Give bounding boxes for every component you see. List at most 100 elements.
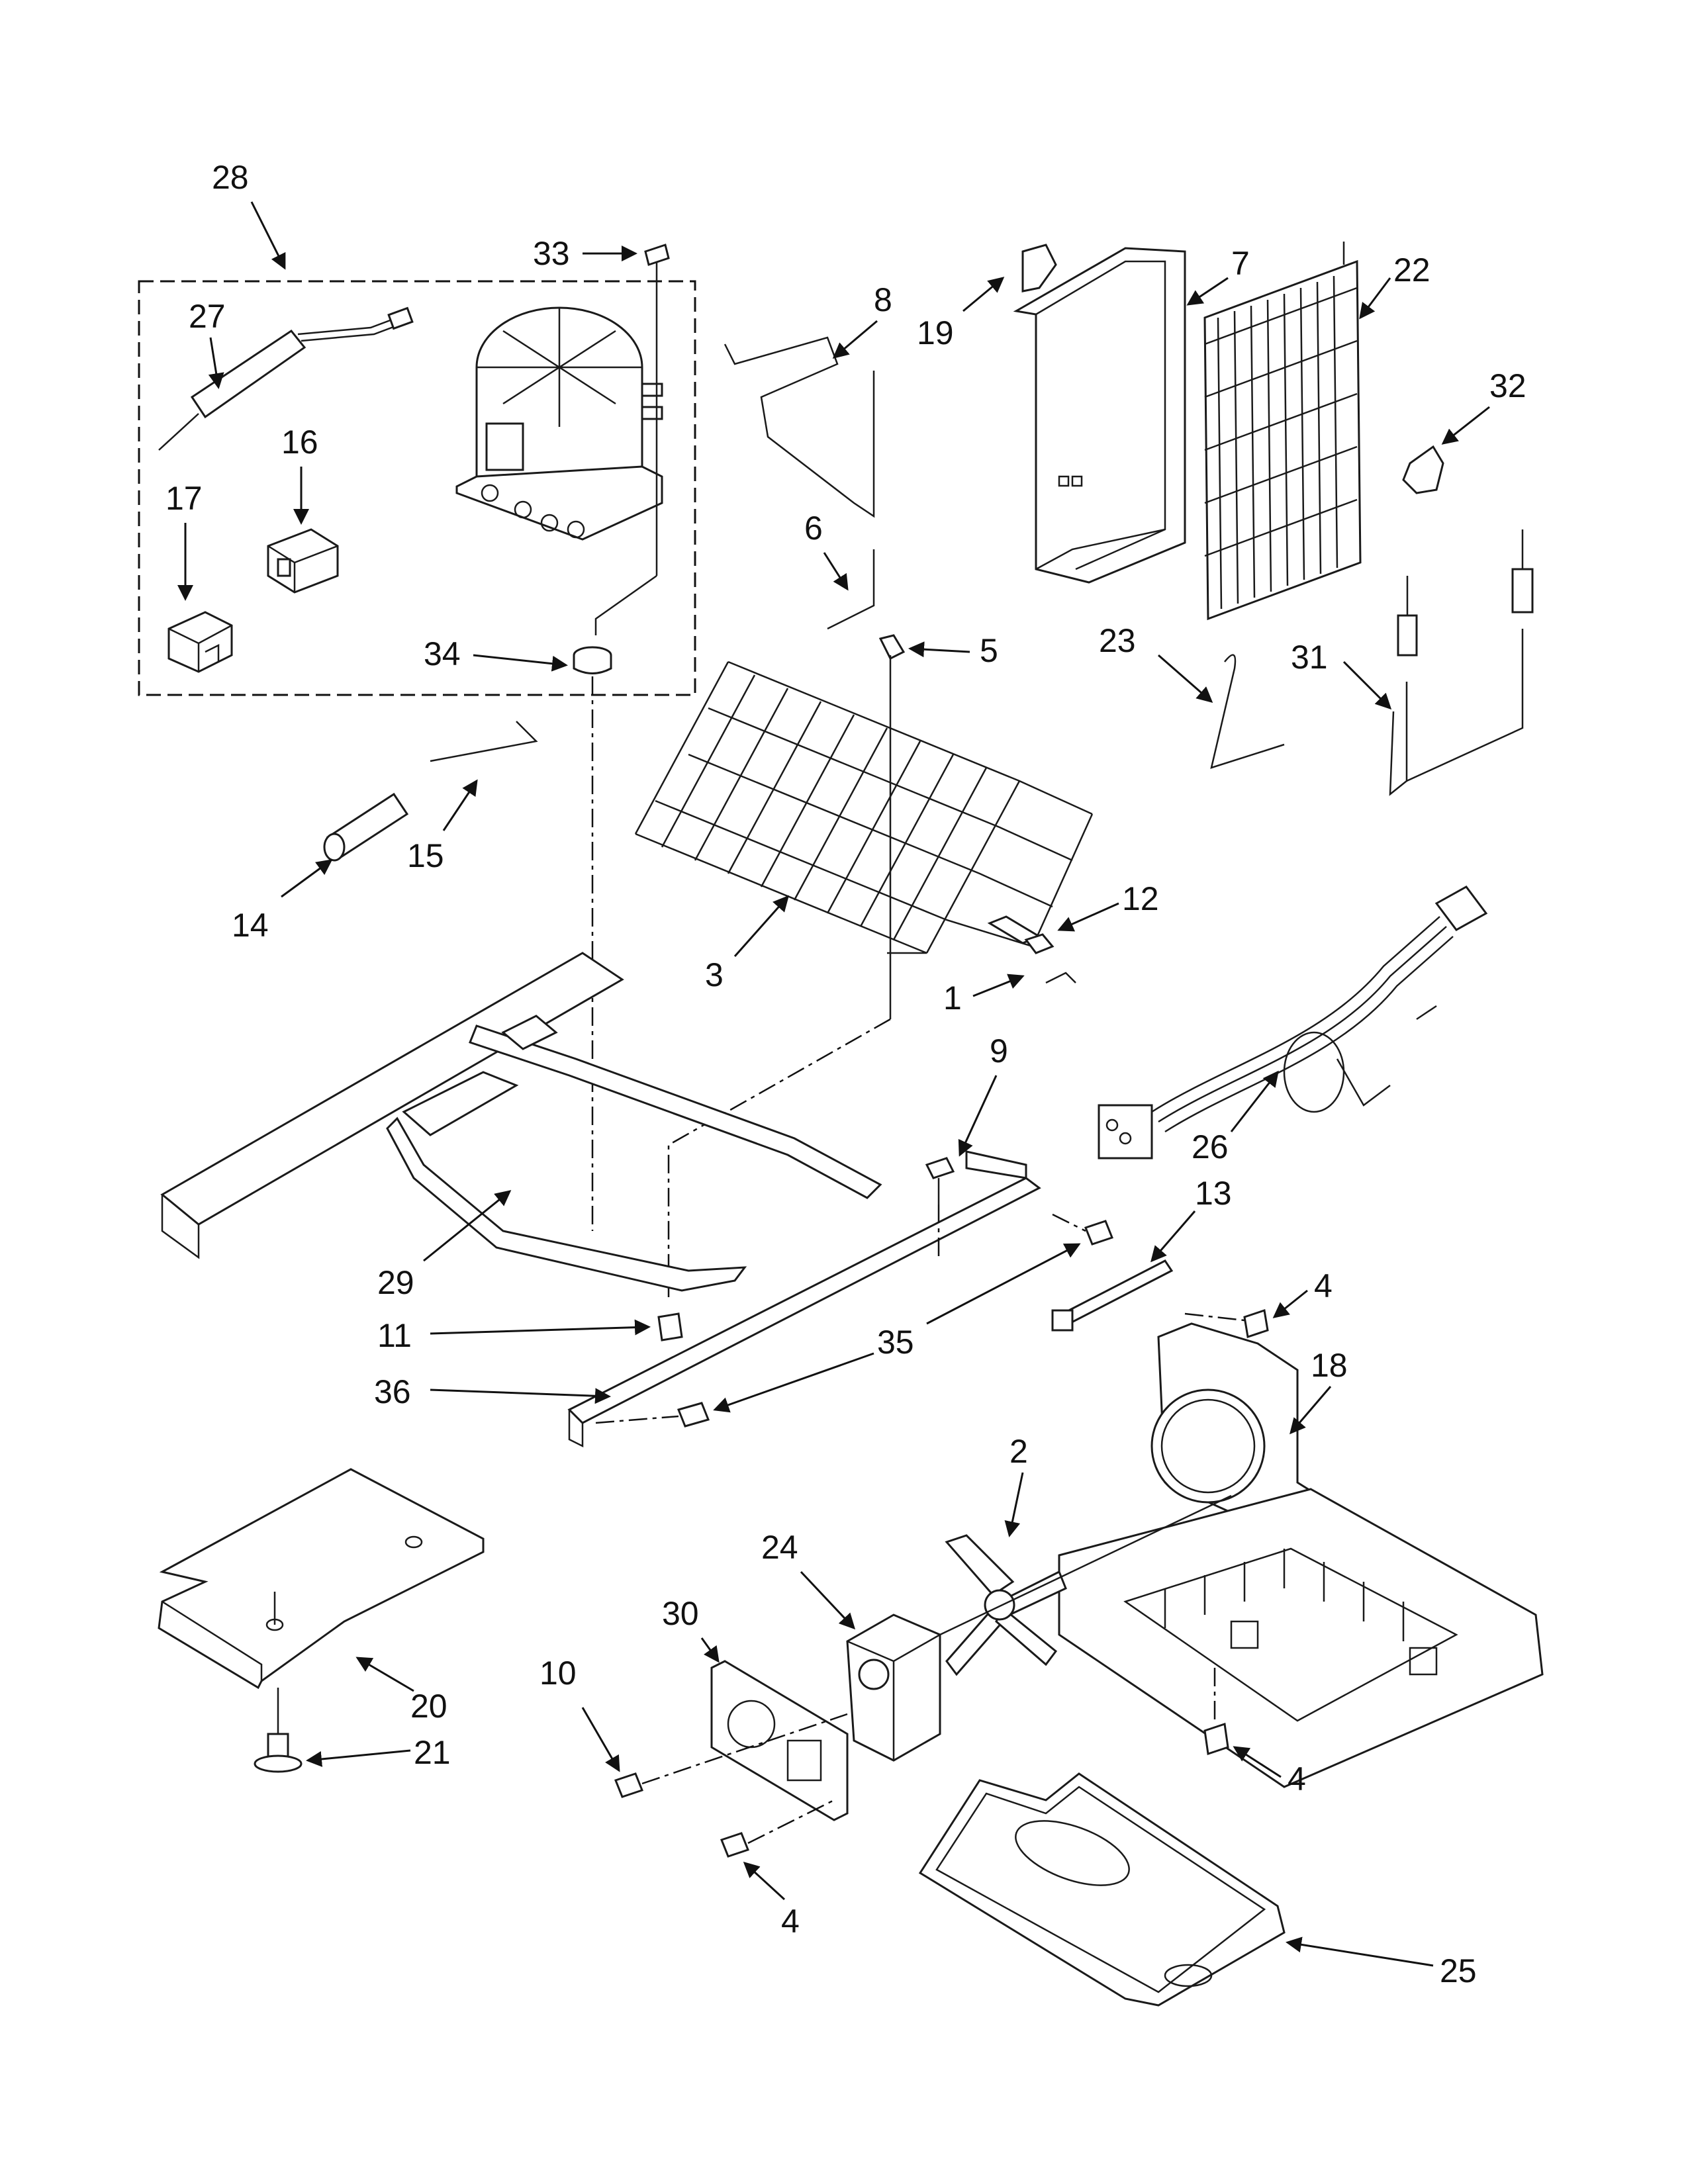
fan-motor-part-24[interactable] [846,1614,941,1762]
tube-part-31[interactable] [1389,529,1534,796]
screw-part-33[interactable] [644,244,670,285]
callout-32: 32 [1489,367,1526,404]
callout-35: 35 [877,1324,914,1361]
arrow-5 [908,641,970,658]
frame-part-29[interactable] [160,952,882,1292]
screw-4-dash-upper [1184,1312,1245,1322]
arrow-9 [958,1075,998,1157]
callout-12: 12 [1122,880,1159,917]
callout-27: 27 [189,298,226,335]
arrow-14 [281,859,333,898]
arrow-29 [423,1190,512,1262]
screw-35-dash-upper [1052,1213,1086,1232]
clip-part-5[interactable] [878,634,906,660]
callout-2: 2 [1009,1433,1028,1470]
arrow-26 [1230,1070,1279,1132]
shroud-part-7[interactable] [1013,247,1186,584]
arrow-2 [1004,1472,1024,1537]
callout-14: 14 [232,907,269,944]
rail-part-36[interactable] [567,1150,1041,1448]
wire-part-15[interactable] [430,721,538,762]
relay-part-16[interactable] [267,528,339,594]
callout-29: 29 [377,1264,414,1301]
callout-28: 28 [212,159,249,196]
callout-6: 6 [804,510,823,547]
evaporator-part-3[interactable] [634,660,1094,954]
arrow-35-lower [713,1352,874,1413]
screw-part-35-lower[interactable] [677,1402,710,1428]
arrow-3 [733,895,789,957]
clip-part-32[interactable] [1402,445,1444,494]
screw-part-21[interactable] [254,1733,303,1773]
arrow-31 [1342,660,1392,710]
callout-24: 24 [761,1529,798,1566]
screw-part-4-right[interactable] [1203,1723,1229,1755]
bracket-part-30[interactable] [710,1660,849,1821]
callout-4-right: 4 [1288,1760,1306,1797]
arrow-22 [1359,277,1391,320]
callout-19: 19 [917,314,954,351]
callout-17: 17 [165,480,203,517]
arrow-15 [442,779,478,831]
clip-part-19[interactable] [1021,244,1057,293]
cable-tie-part-13[interactable] [1051,1259,1174,1332]
tube-part-8[interactable] [724,336,875,518]
condenser-part-22[interactable] [1203,242,1362,621]
arrow-4-lower [743,1861,786,1901]
overload-part-17[interactable] [167,611,233,673]
callout-4-upper: 4 [1314,1267,1333,1304]
base-pan-part-18[interactable] [1058,1322,1544,1788]
screw-part-35-upper[interactable] [1084,1220,1113,1246]
arrow-13 [1150,1210,1196,1263]
arrow-36 [430,1388,611,1404]
grommet-part-34[interactable] [573,646,612,674]
clip-part-1[interactable] [1045,972,1076,984]
callout-10: 10 [539,1655,577,1692]
callout-3: 3 [705,956,724,993]
tube-part-6[interactable] [827,549,875,630]
arrow-19 [962,277,1005,312]
arrow-32 [1441,406,1490,445]
arrow-18 [1289,1386,1332,1435]
wire-harness-part-26[interactable] [1098,886,1488,1160]
screw-part-4-upper[interactable] [1243,1309,1269,1338]
screw-part-11[interactable] [657,1312,683,1342]
callout-36: 36 [374,1373,411,1410]
screw-part-10[interactable] [614,1772,643,1798]
arrow-7 [1186,277,1229,306]
bracket-part-12[interactable] [987,915,1055,954]
arrow-34 [473,654,568,672]
callout-16: 16 [281,424,318,461]
callout-5: 5 [980,632,998,669]
filter-drier-part-27[interactable] [158,306,414,451]
arrow-23 [1158,654,1213,703]
callout-34: 34 [424,635,461,672]
fan-blade-part-2[interactable] [945,1534,1067,1676]
arrow-4-right [1233,1746,1282,1778]
spring-part-23[interactable] [1210,654,1285,769]
callout-13: 13 [1195,1175,1232,1212]
arrow-10 [581,1707,620,1772]
arrow-27 [208,337,224,389]
callout-23: 23 [1099,622,1136,659]
drain-pan-part-25[interactable] [918,1772,1286,2007]
callout-22: 22 [1393,251,1430,289]
callout-7: 7 [1231,245,1250,282]
callout-31: 31 [1291,639,1328,676]
panel-part-20[interactable] [158,1468,485,1690]
arrow-6 [823,552,849,591]
arrow-20 [355,1657,414,1692]
callout-9: 9 [990,1032,1008,1069]
callout-33: 33 [533,235,570,272]
callout-4-lower: 4 [781,1903,800,1940]
screw-part-4-lower[interactable] [720,1832,749,1858]
callout-26: 26 [1192,1128,1229,1165]
arrow-24 [800,1570,856,1630]
compressor[interactable] [455,306,663,541]
compressor-kit-box [138,280,696,696]
callout-15: 15 [407,837,444,874]
arrow-8 [832,320,878,359]
screw-part-9[interactable] [925,1157,955,1205]
tube-part-14[interactable] [323,792,409,862]
